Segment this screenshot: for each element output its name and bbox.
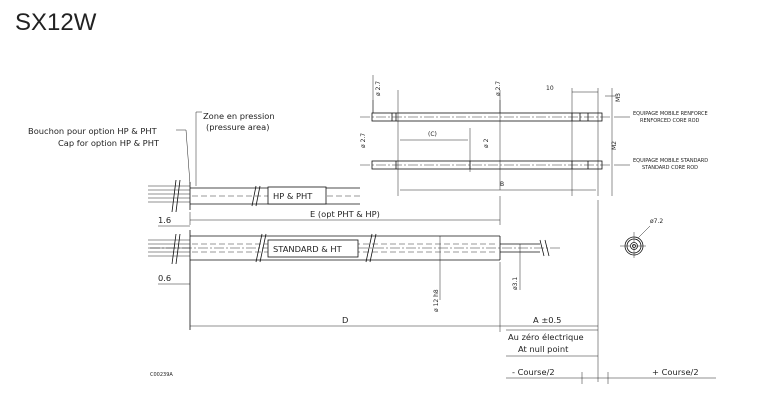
cross-section: ø7.2 bbox=[620, 218, 663, 260]
hp-pht-label-box bbox=[267, 186, 327, 205]
rod-diameter-label: ø 2 bbox=[483, 138, 490, 148]
hp-pht-body: HP & PHT Bouchon pour option HP & PHT Ca… bbox=[28, 111, 360, 213]
dimension-1-6: 1.6 bbox=[158, 215, 171, 225]
course-minus-label: - Course/2 bbox=[512, 367, 555, 377]
dimension-d-a: D A ±0.5 Au zéro électrique At null poin… bbox=[190, 200, 716, 384]
drawing-reference: C00239A bbox=[150, 372, 173, 378]
rod-diameter-3-1: ø3.1 bbox=[512, 277, 519, 290]
reinforced-rod-label-en: RENFORCED CORE ROD bbox=[640, 118, 700, 124]
a-dimension-label: A ±0.5 bbox=[533, 315, 561, 325]
null-point-label-en: At null point bbox=[518, 344, 569, 354]
thread-m3-label: M3 bbox=[615, 93, 622, 102]
course-plus-label: + Course/2 bbox=[652, 367, 699, 377]
e-dimension-label: E (opt PHT & HP) bbox=[310, 209, 380, 219]
standard-rod-label: EQUIPAGE MOBILE STANDARD bbox=[633, 158, 708, 164]
standard-ht-label: STANDARD & HT bbox=[273, 244, 343, 254]
pressure-zone-label-fr: Zone en pression bbox=[203, 111, 275, 121]
rod-diameter-label: ø 2.7 bbox=[375, 81, 382, 96]
d-dimension-label: D bbox=[342, 315, 348, 325]
reinforced-rod-label: EQUIPAGE MOBILE RENFORCE bbox=[633, 111, 708, 117]
cap-label-fr: Bouchon pour option HP & PHT bbox=[28, 126, 158, 136]
rod-c-dimension: (C) bbox=[428, 131, 437, 138]
rod-diameter-label: ø 2.7 bbox=[495, 81, 502, 96]
page-title: SX12W bbox=[15, 9, 97, 36]
section-diameter-label: ø7.2 bbox=[650, 218, 663, 225]
core-rod-detail: ø 2.7 ø 2.7 ø 2.7 ø 2 (C) B 10 M3 M2 EQU… bbox=[360, 75, 708, 196]
hp-pht-label: HP & PHT bbox=[273, 191, 313, 201]
rod-diameter-label: ø 2.7 bbox=[360, 133, 367, 148]
standard-rod-label-en: STANDARD CORE ROD bbox=[642, 165, 698, 171]
reinforced-core-rod bbox=[371, 112, 603, 122]
thread-m2-label: M2 bbox=[611, 141, 618, 150]
body-diameter-label: ø 12 h8 bbox=[433, 289, 440, 312]
null-point-label-fr: Au zéro électrique bbox=[508, 332, 584, 342]
pressure-zone-label-en: (pressure area) bbox=[206, 122, 269, 132]
cap-label-en: Cap for option HP & PHT bbox=[58, 138, 160, 148]
dimension-0-6: 0.6 bbox=[158, 273, 171, 283]
dimension-e: E (opt PHT & HP) 1.6 bbox=[158, 196, 501, 227]
rod-b-dimension: B bbox=[500, 181, 504, 188]
rod-10-dimension: 10 bbox=[546, 85, 554, 92]
standard-ht-body: STANDARD & HT ø 12 h8 ø3.1 0.6 bbox=[148, 230, 560, 330]
standard-ht-label-box bbox=[267, 239, 359, 258]
standard-core-rod bbox=[371, 160, 603, 170]
